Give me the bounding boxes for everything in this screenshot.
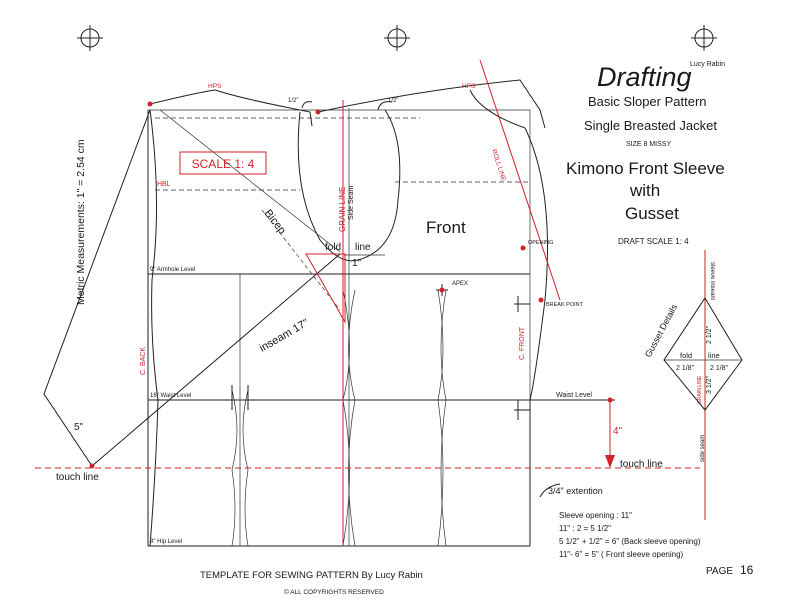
waist-level-left-label: 16" Waist Level <box>150 393 191 399</box>
touch-line-left-label: touch line <box>56 472 99 483</box>
pattern-name-3: Gusset <box>625 204 679 223</box>
waist-level-right-label: Waist Level <box>556 392 592 399</box>
gusset-top-measure: 2 1/2" <box>706 325 713 344</box>
apex-label: APEX <box>452 281 468 287</box>
registration-mark-icon <box>77 25 103 51</box>
c-front-label: C. FRONT <box>519 326 526 360</box>
arrow-icon <box>539 483 561 498</box>
kimono-sleeve <box>43 109 385 467</box>
armhole-level-label: 9" Armhole Level <box>150 267 195 273</box>
hip-level-label: 8" Hip Level <box>150 539 182 545</box>
subtitle-2: Single Breasted Jacket <box>584 118 717 133</box>
extention-label: 3/4" extention <box>548 486 603 496</box>
half-inch-label: 1/2" <box>288 98 298 104</box>
grain-line-label: GRAIN LINE <box>338 187 347 232</box>
gusset-fold: fold <box>680 351 692 360</box>
one-inch-label: 1" <box>352 258 362 269</box>
metric-label: Metric Measurements: 1" = 2.54 cm <box>75 139 87 305</box>
page-label: PAGE <box>706 566 733 577</box>
bicep-label: Bicep <box>262 207 288 236</box>
drafting-title: Drafting <box>597 62 692 92</box>
gusset-title: Gusset Details <box>643 302 680 359</box>
four-inch-label: 4" <box>613 426 623 437</box>
roll-line-label: ROLL LINE <box>490 148 507 182</box>
gusset-side-left: 2 1/8" <box>676 365 695 372</box>
side-seam-label: Side Seam <box>348 186 355 220</box>
front-bodice-outline <box>297 79 548 547</box>
note-line-4: 11"- 6" = 5" ( Front sleeve opening) <box>559 550 684 559</box>
gusset-sleeve-inseam: sleeve inseam <box>709 262 715 300</box>
gusset-side-seam: side seam <box>700 435 706 462</box>
subtitle-1: Basic Sloper Pattern <box>588 94 707 109</box>
note-line-2: 11" : 2 = 5 1/2" <box>559 524 611 533</box>
gusset-grain-line: GRAIN LINE <box>697 375 703 404</box>
half-inch-label: 1/2" <box>388 98 398 104</box>
scale-label: SCALE 1: 4 <box>192 157 255 171</box>
hbl-label: HBL <box>157 181 171 188</box>
gusset-side-right: 2 1/8" <box>710 365 729 372</box>
author-label: Lucy Rabin <box>690 61 725 68</box>
registration-mark-icon <box>384 25 410 51</box>
five-inch-label: 5" <box>74 422 84 433</box>
note-line-3: 5 1/2" + 1/2" = 6" (Back sleeve opening) <box>559 537 701 546</box>
front-label: Front <box>426 218 466 237</box>
size-label: SIZE 8 MISSY <box>626 141 671 148</box>
gusset-diagram: Gusset Details 2 1/2" fold line 2 1/8" 2… <box>643 262 743 462</box>
arrow-icon <box>301 101 313 109</box>
inseam-label: inseam 17" <box>258 317 311 355</box>
opening-label: OPENING <box>528 240 553 246</box>
registration-mark-icon <box>691 25 717 51</box>
touch-line-right-label: touch line <box>620 459 663 470</box>
back-bodice-outline <box>149 89 313 547</box>
footer-copyright: © ALL COPYRIGHTS RESERVED <box>284 588 384 596</box>
frame-lines <box>147 109 615 547</box>
c-back-label: C. BACK <box>140 347 147 375</box>
pattern-name-1: Kimono Front Sleeve <box>566 159 725 178</box>
arrow-icon <box>377 101 393 111</box>
hps-front-label: HPS <box>462 83 476 90</box>
fold-label: fold <box>325 242 341 253</box>
gusset-bottom-measure: 3 1/2" <box>706 375 713 394</box>
page-number: 16 <box>740 563 754 577</box>
gusset-line: line <box>708 351 720 360</box>
scale-box <box>179 151 267 175</box>
break-point-label: BREAK POINT <box>546 302 584 308</box>
pattern-name-2: with <box>629 181 660 200</box>
red-guides <box>35 59 706 546</box>
note-line-1: Sleeve opening : 11" <box>559 511 632 520</box>
line-label: line <box>355 242 371 253</box>
draft-scale-label: DRAFT SCALE 1: 4 <box>618 237 689 246</box>
footer-template: TEMPLATE FOR SEWING PATTERN By Lucy Rabi… <box>200 570 423 581</box>
hps-back-label: HPS <box>208 83 222 90</box>
